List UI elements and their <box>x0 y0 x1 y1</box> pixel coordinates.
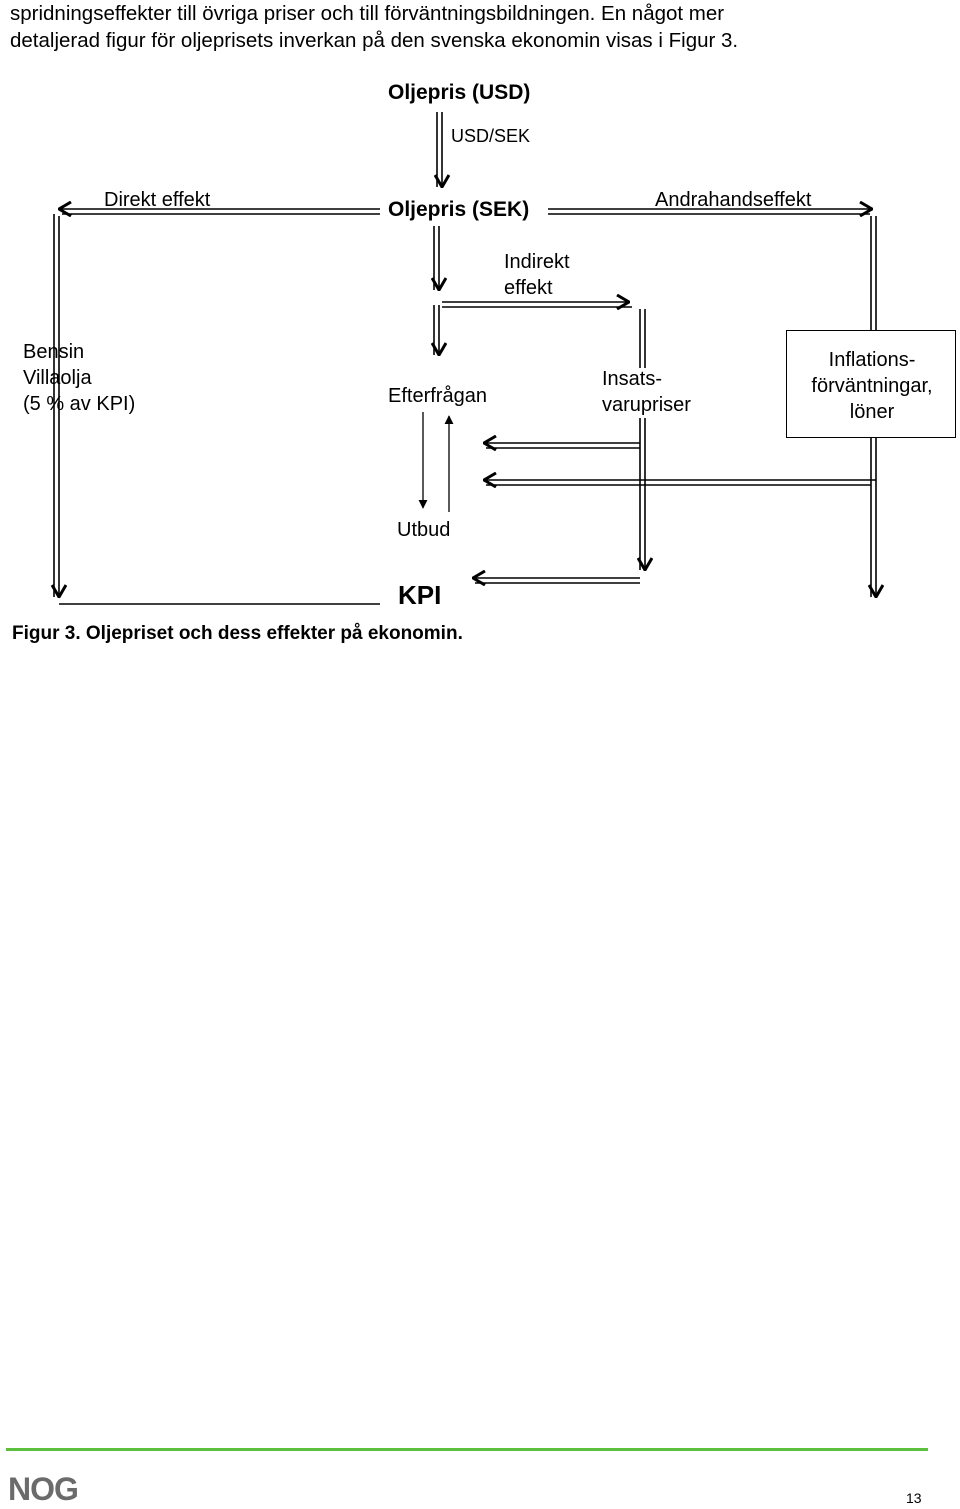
indirect-effect-label-1: Indirekt <box>504 251 570 273</box>
inflation-expectations-box <box>786 330 956 438</box>
figure-caption: Figur 3. Oljepriset och dess effekter på… <box>12 623 463 644</box>
footer-divider <box>6 1448 928 1451</box>
oil-price-usd-label: Oljepris (USD) <box>388 81 531 104</box>
petrol-label-1: Bensin <box>23 341 85 363</box>
inflation-label-3: löner <box>849 401 895 423</box>
cpi-label: KPI <box>398 580 442 610</box>
inflation-label-2: förväntningar, <box>811 375 933 397</box>
arrow-second-round-effect <box>484 209 876 597</box>
oil-price-flow-diagram <box>0 112 960 605</box>
inflation-label-1: Inflations- <box>828 349 916 371</box>
input-prices-label-2: varupriser <box>602 394 691 416</box>
arrow-into-kpi <box>473 578 640 583</box>
direct-effect-label: Direkt effekt <box>104 189 211 211</box>
petrol-label-3: (5 % av KPI) <box>23 393 136 415</box>
page-number: 13 <box>906 1490 922 1506</box>
arrow-demand-supply <box>418 412 454 512</box>
indirect-effect-label-2: effekt <box>504 277 553 299</box>
nog-logo: NOG <box>8 1471 79 1507</box>
second-round-effect-label: Andrahandseffekt <box>655 189 812 211</box>
petrol-label-2: Villaolja <box>23 367 92 389</box>
input-prices-label-1: Insats- <box>602 368 663 390</box>
demand-label: Efterfrågan <box>388 385 487 407</box>
intro-paragraph: spridningseffekter till övriga priser oc… <box>10 0 950 54</box>
arrow-usd-to-sek <box>437 112 442 187</box>
intro-line-2: detaljerad figur för oljeprisets inverka… <box>10 29 739 52</box>
arrow-direct-effect <box>54 209 380 605</box>
usd-sek-label: USD/SEK <box>451 126 531 146</box>
arrow-sek-to-demand <box>434 226 439 355</box>
intro-line-1: spridningseffekter till övriga priser oc… <box>10 2 725 25</box>
arrow-indirect-effect <box>442 302 645 570</box>
arrow-inputs-to-demand <box>484 443 640 448</box>
supply-label: Utbud <box>397 519 451 541</box>
oil-price-sek-label: Oljepris (SEK) <box>388 198 530 221</box>
